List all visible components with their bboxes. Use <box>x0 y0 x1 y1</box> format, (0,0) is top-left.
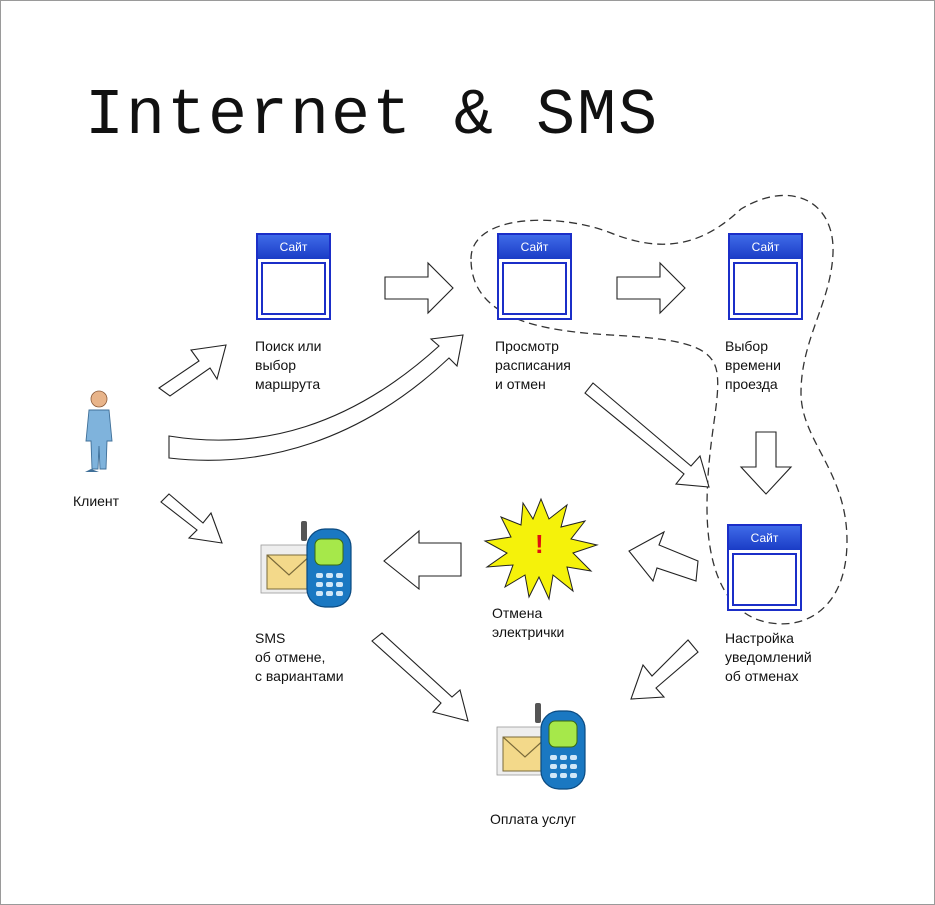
label-time: Выбор времени проезда <box>725 337 781 394</box>
site-window-body <box>502 262 567 315</box>
arrow-client-to-sms <box>161 494 222 543</box>
arrow-schedule-to-time <box>617 263 685 313</box>
alert-burst-icon: ! <box>485 499 597 599</box>
site-window-title: Сайт <box>729 526 800 550</box>
phone-sms-icon <box>261 521 351 607</box>
arrow-time-to-notify <box>741 432 791 494</box>
arrow-sms-to-pay <box>372 633 468 721</box>
arrow-schedule-to-notify <box>585 383 709 487</box>
label-cancel: Отмена электрички <box>492 604 564 642</box>
label-search: Поиск или выбор маршрута <box>255 337 322 394</box>
site-window-title: Сайт <box>258 235 329 259</box>
label-client: Клиент <box>73 492 119 511</box>
site-window-body <box>261 262 326 315</box>
label-sms: SMS об отмене, с вариантами <box>255 629 344 686</box>
label-schedule: Просмотр расписания и отмен <box>495 337 571 394</box>
arrow-notify-to-pay <box>631 640 698 699</box>
site-window-search: Сайт <box>256 233 331 320</box>
person-icon <box>85 391 112 472</box>
site-window-time: Сайт <box>728 233 803 320</box>
site-window-body <box>733 262 798 315</box>
arrow-client-to-search <box>159 345 226 396</box>
arrow-notify-to-cancel <box>629 532 698 581</box>
label-notify: Настройка уведомлений об отменах <box>725 629 812 686</box>
site-window-notify: Сайт <box>727 524 802 611</box>
arrow-search-to-schedule <box>385 263 453 313</box>
label-pay: Оплата услуг <box>490 810 576 829</box>
site-window-title: Сайт <box>730 235 801 259</box>
phone-pay-icon <box>497 703 585 789</box>
site-window-schedule: Сайт <box>497 233 572 320</box>
site-window-title: Сайт <box>499 235 570 259</box>
site-window-body <box>732 553 797 606</box>
arrow-cancel-to-sms <box>384 531 461 589</box>
alert-mark: ! <box>535 529 544 559</box>
